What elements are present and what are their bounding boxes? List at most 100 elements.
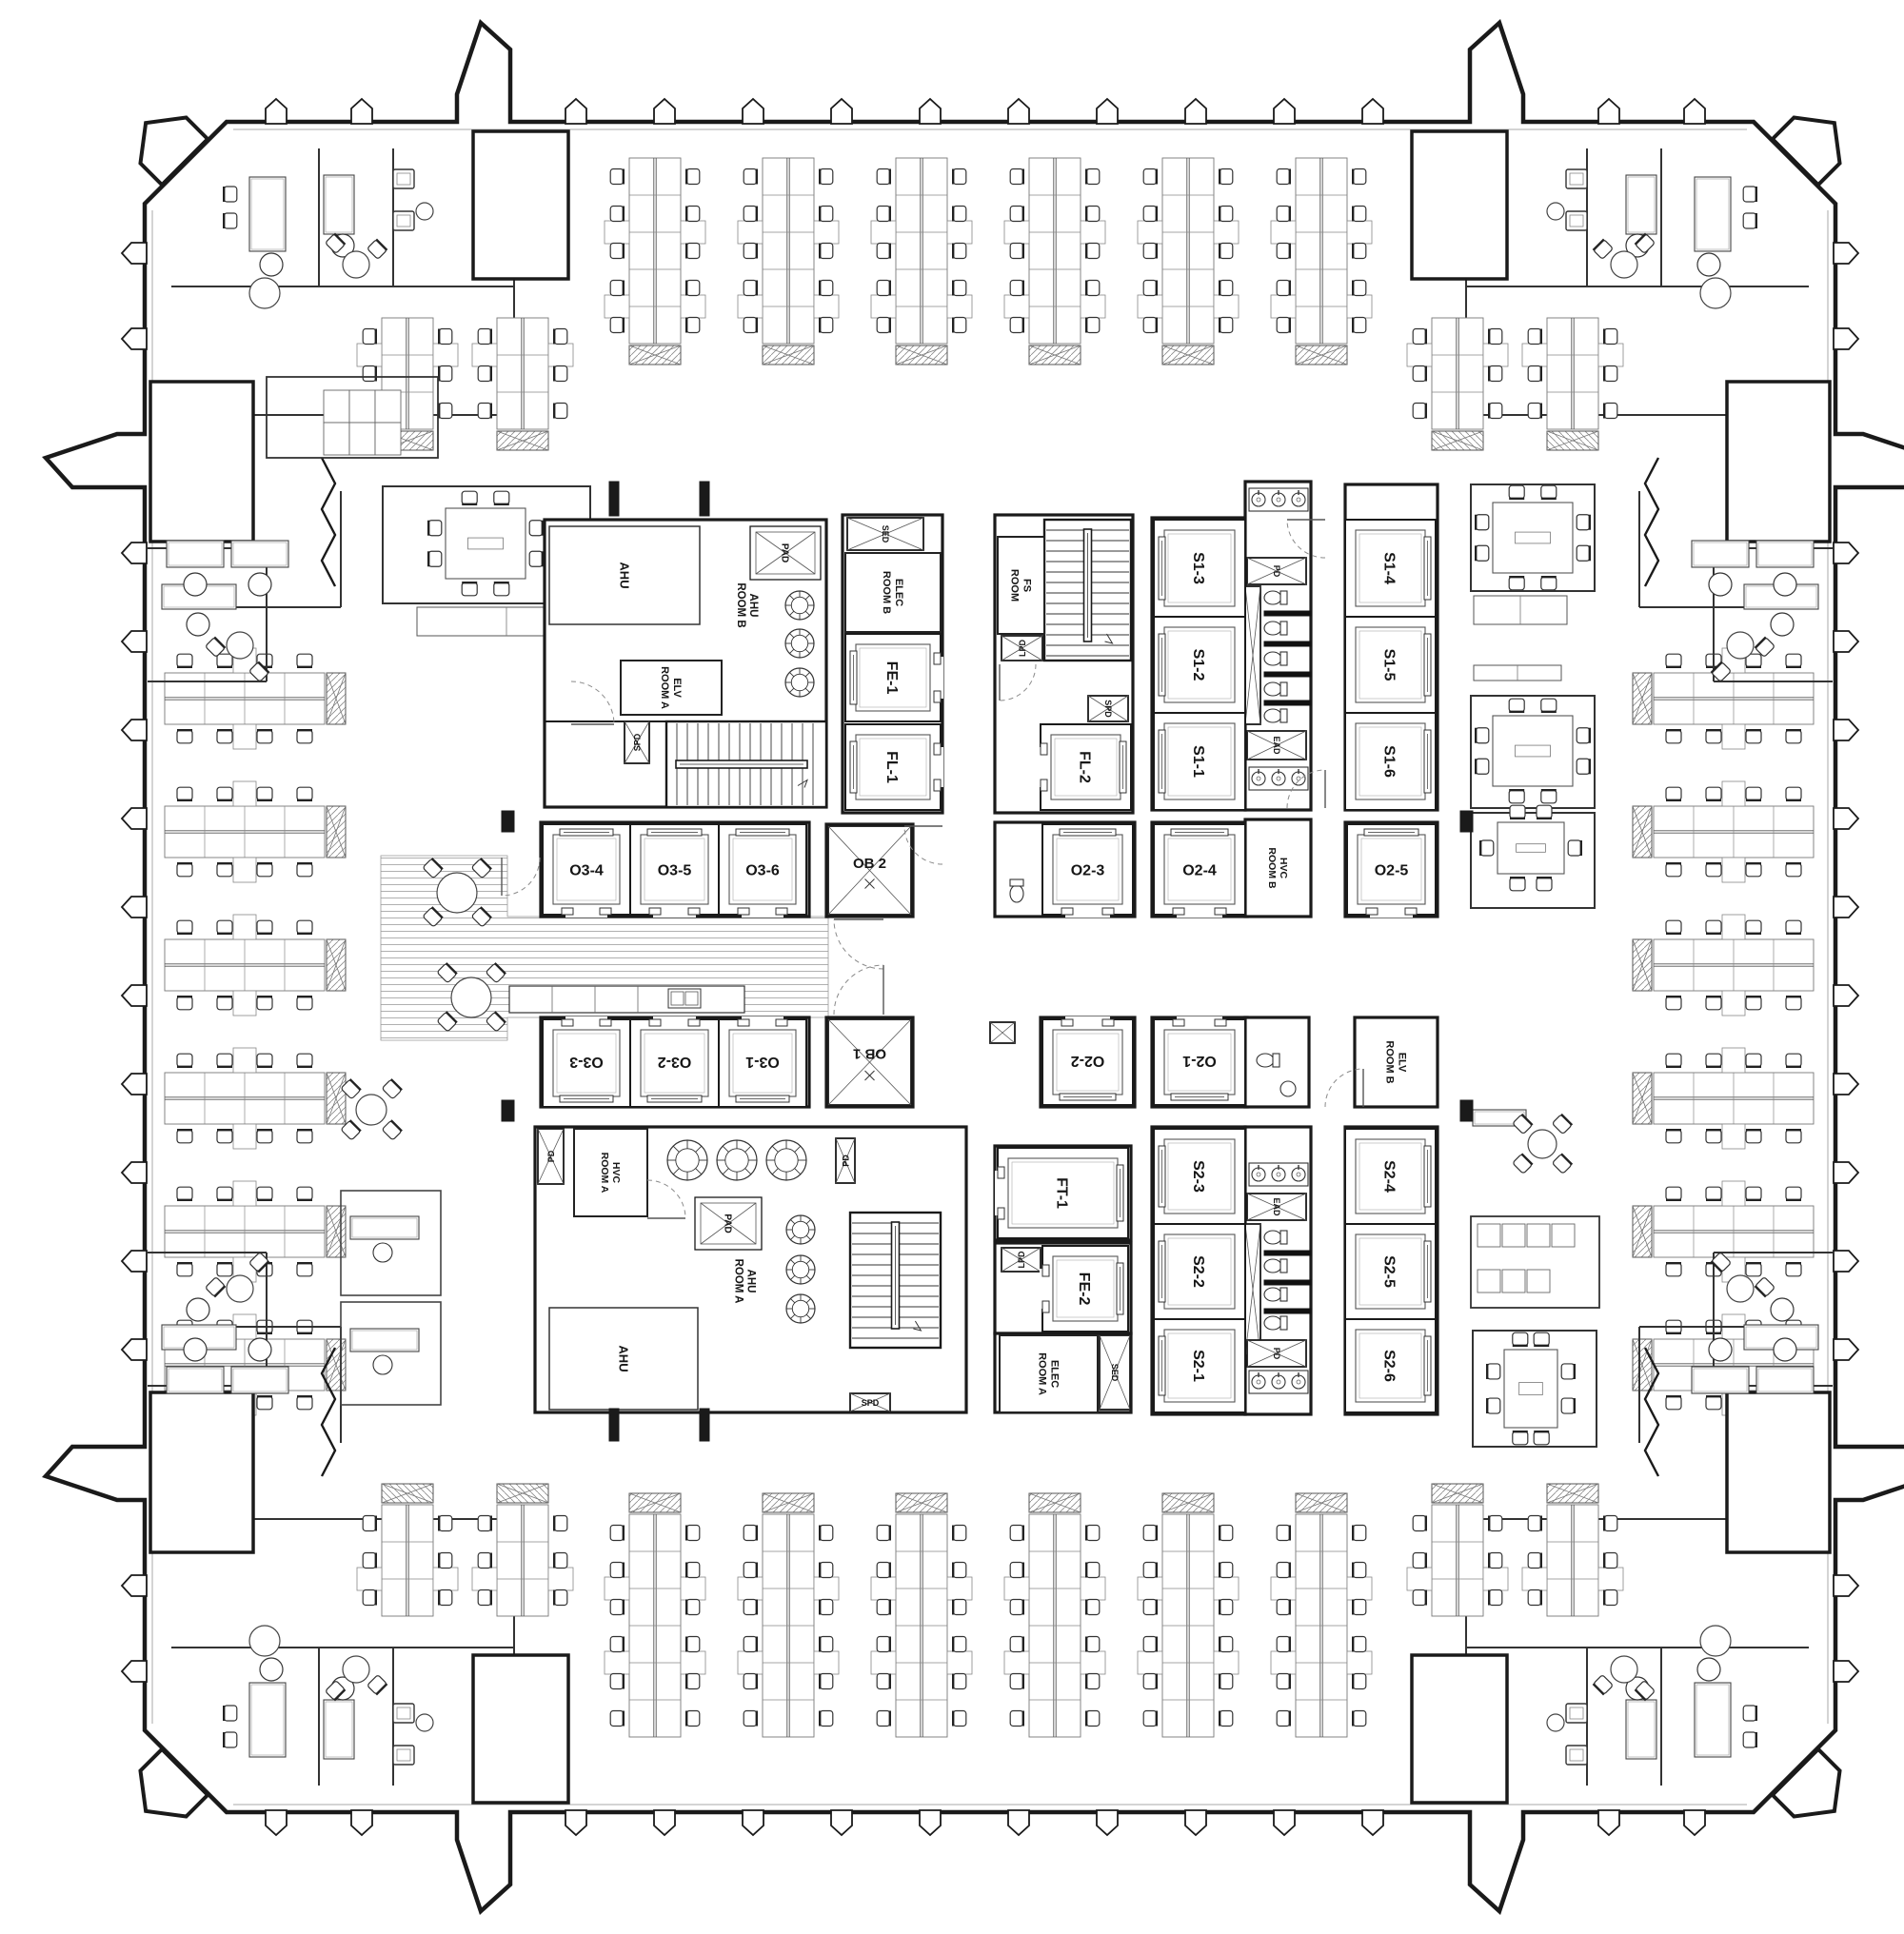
chair-seat	[1486, 1363, 1501, 1380]
chair-seat	[256, 862, 273, 878]
elevator-car	[855, 643, 931, 712]
side-table	[432, 1567, 459, 1591]
path	[1833, 1660, 1860, 1683]
door-gap	[1065, 912, 1110, 918]
shaft-pd: PD	[1246, 1339, 1307, 1368]
elevator-car	[1355, 529, 1426, 607]
chair-seat	[609, 1598, 625, 1616]
counter-unit	[1526, 1269, 1551, 1293]
path	[1833, 1161, 1860, 1184]
chair-seat	[1276, 1598, 1291, 1616]
chair-seat	[1486, 1397, 1501, 1414]
chair-seat	[1509, 877, 1526, 892]
task-chair-round	[1773, 1337, 1797, 1362]
stall-partition	[1263, 671, 1312, 678]
task-chair	[1009, 1709, 1025, 1727]
chair-seat	[1665, 1262, 1682, 1277]
chair-seat	[819, 316, 834, 334]
elevator-label: O2-2	[1071, 1053, 1105, 1069]
shaft-label: SED	[881, 525, 890, 543]
task-chair	[1576, 514, 1592, 531]
side-table	[680, 294, 706, 319]
desk-cluster	[164, 914, 347, 1016]
task-chair	[743, 168, 759, 186]
side-table	[604, 1576, 630, 1601]
task-chair	[1351, 1524, 1367, 1542]
wall-line	[849, 1392, 891, 1412]
task-chair	[1665, 1128, 1682, 1144]
chair-seat	[1552, 1115, 1572, 1135]
shaft-label: OB 1	[853, 1046, 886, 1062]
desk-cluster	[356, 1483, 459, 1617]
sink-drain	[1256, 1379, 1261, 1385]
chair-seat	[176, 729, 193, 744]
chair-seat	[1533, 1431, 1550, 1446]
path	[265, 97, 288, 125]
wall-line	[1246, 1193, 1307, 1221]
task-chair	[743, 1709, 759, 1727]
wall-line	[326, 1205, 347, 1258]
task-chair	[437, 1011, 458, 1032]
chair-seat	[1352, 168, 1367, 186]
chair-seat	[743, 1561, 758, 1579]
kitchen-counter	[508, 985, 745, 1014]
path	[1833, 542, 1860, 564]
elevator-s2-2: S2-2	[1153, 1223, 1246, 1320]
task-chair	[876, 242, 892, 260]
chair-seat	[553, 327, 568, 345]
toilet-bowl	[1263, 1258, 1282, 1273]
task-chair	[1592, 1675, 1613, 1696]
armchair	[392, 1745, 415, 1766]
door-jamb	[1365, 907, 1378, 916]
task-chair	[1351, 168, 1367, 186]
desk-bench	[762, 157, 815, 345]
fan-spoke	[804, 595, 810, 601]
chair-seat	[296, 653, 313, 668]
chair-seat	[176, 919, 193, 935]
chair-seat	[1527, 402, 1542, 420]
task-chair	[1508, 698, 1525, 714]
task-chair	[951, 1524, 967, 1542]
wall-line	[762, 345, 815, 365]
chair-seat	[1785, 996, 1802, 1011]
mullion-icon	[120, 242, 148, 265]
task-chair	[1351, 242, 1367, 260]
chair-seat	[1508, 789, 1525, 804]
fan-spoke	[771, 1168, 779, 1175]
mullion-icon	[120, 1660, 148, 1683]
side-table	[813, 220, 840, 245]
armchair-cushion	[1569, 172, 1584, 186]
task-chair	[1412, 1551, 1428, 1569]
chair-seat	[1219, 205, 1234, 223]
task-chair	[1576, 727, 1592, 744]
chair-seat	[362, 1514, 377, 1532]
mullion-icon	[1833, 1250, 1860, 1273]
chair-seat	[876, 168, 891, 186]
chair-seat	[1594, 240, 1613, 259]
ahu-fan-icon	[785, 1293, 816, 1324]
task-chair	[176, 728, 193, 744]
side-table	[1270, 220, 1297, 245]
fan-spoke	[672, 1168, 680, 1175]
task-chair	[1540, 575, 1557, 591]
storage-room	[266, 376, 439, 459]
chair-seat	[1665, 1395, 1682, 1411]
elevator-label: FE-2	[1076, 1273, 1092, 1306]
task-chair	[1745, 653, 1762, 669]
room-label: ELVROOM B	[1384, 1040, 1408, 1083]
conference-table	[426, 490, 545, 597]
side-table	[1346, 220, 1373, 245]
path	[830, 1809, 853, 1837]
mullion-icon	[120, 542, 148, 564]
chair-seat	[1219, 1598, 1234, 1616]
task-chair	[1665, 1394, 1682, 1411]
chair-seat	[256, 996, 273, 1011]
wall-line	[1161, 345, 1215, 365]
task-chair	[222, 1731, 238, 1748]
office-desk-inner	[1696, 1684, 1730, 1756]
column-stub	[501, 1099, 515, 1122]
sink-icon	[1251, 492, 1266, 507]
task-chair	[176, 861, 193, 878]
task-chair	[222, 186, 238, 203]
chair-seat	[743, 279, 758, 297]
